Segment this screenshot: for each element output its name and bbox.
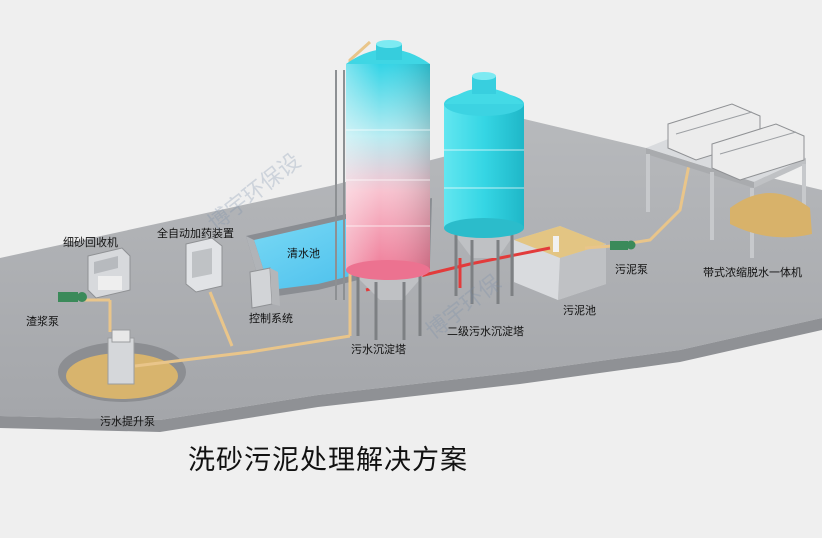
slurry-pump: [58, 292, 87, 302]
secondary-settling-tower: [444, 72, 524, 304]
label-slurry-pump: 渣浆泵: [26, 315, 59, 328]
ground-slab-edge: [0, 318, 822, 432]
sludge-pool: [514, 226, 606, 300]
page-title: 洗砂污泥处理解决方案: [188, 445, 468, 476]
belt-press-machine: [667, 103, 805, 181]
auto-dosing-device: [185, 237, 223, 293]
label-sewage-lift-pump: 污水提升泵: [100, 415, 155, 428]
label-fine-sand-recovery: 细砂回收机: [63, 236, 118, 249]
label-control-system: 控制系统: [249, 312, 293, 325]
sewage-settling-tower: [335, 40, 430, 340]
control-cabinet: [249, 267, 280, 309]
label-clear-water-tank: 清水池: [287, 247, 320, 260]
fine-sand-recovery-machine: [87, 247, 131, 299]
label-sludge-pump: 污泥泵: [615, 263, 648, 276]
label-sludge-tank: 污泥池: [563, 304, 596, 317]
label-secondary-settling-tower: 二级污水沉淀塔: [447, 325, 524, 338]
sludge-pump: [610, 240, 636, 250]
label-belt-press: 带式浓缩脱水一体机: [703, 266, 802, 279]
label-sewage-settling-tower: 污水沉淀塔: [351, 343, 406, 356]
label-auto-dosing: 全自动加药装置: [157, 227, 234, 240]
